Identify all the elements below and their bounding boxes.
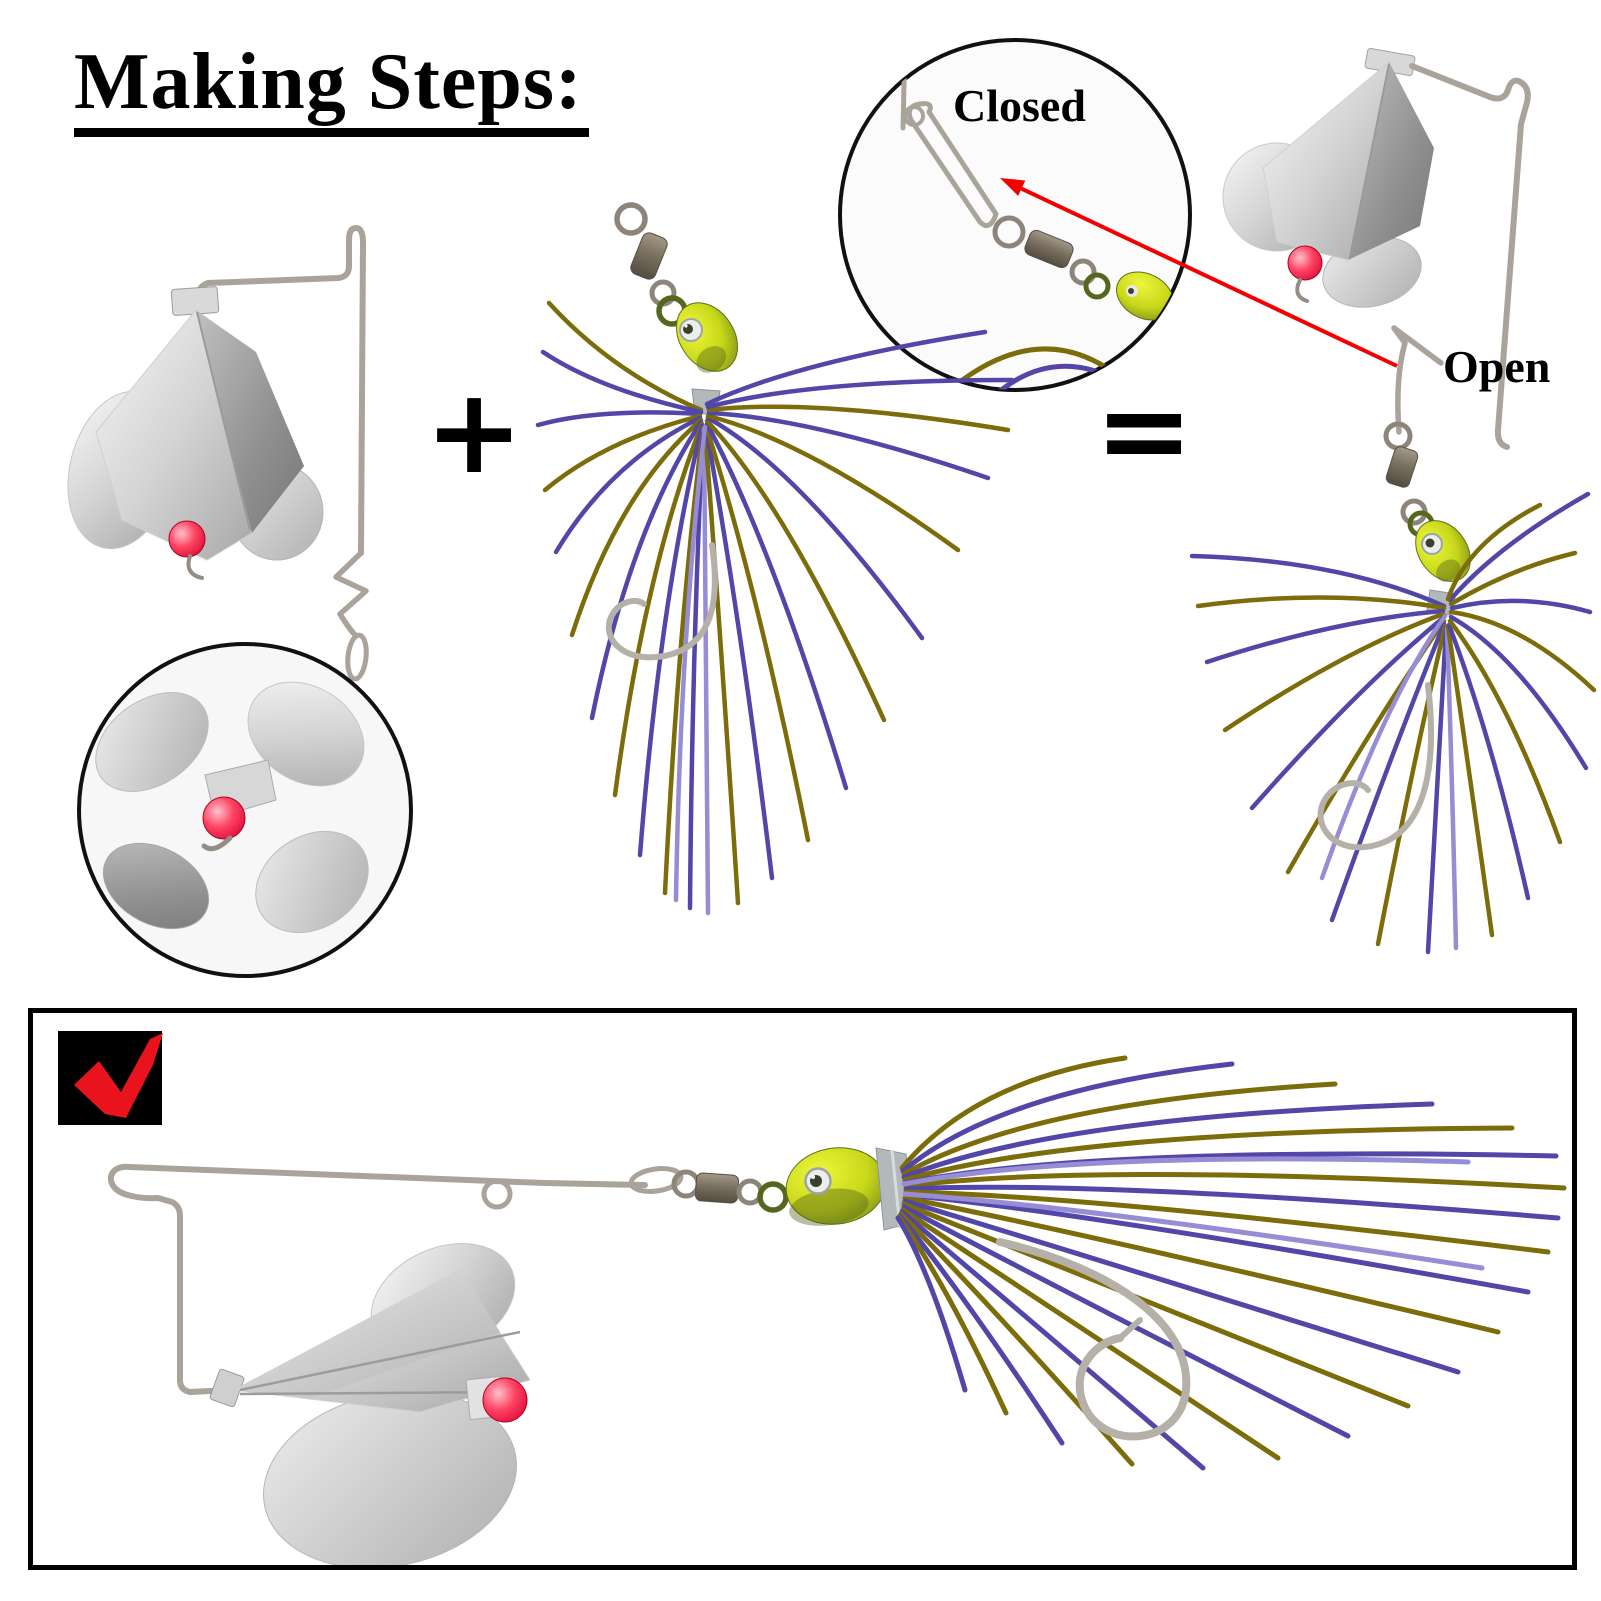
propeller-blade (95, 692, 209, 792)
snap-clip-closed (628, 1166, 684, 1194)
snap-clip (333, 550, 369, 639)
plus-operator: + (425, 362, 524, 500)
red-bead (202, 796, 246, 840)
silicone-skirt (1189, 491, 1597, 955)
red-bead (168, 520, 206, 558)
swivel-ring (1069, 258, 1097, 286)
open-label: Open (1443, 341, 1550, 392)
swivel-ring (614, 202, 648, 236)
wire-arm (1409, 63, 1531, 450)
jig-eyelet (757, 1181, 789, 1213)
panel-border (28, 1008, 1577, 1570)
hook-barb (1117, 1317, 1143, 1341)
line-tie-loop (481, 1178, 513, 1210)
hook (605, 542, 718, 661)
bead-wire-tail (201, 835, 233, 852)
inset-circle (77, 642, 413, 978)
jig-eyelet (1083, 272, 1111, 300)
bead-wire-tail (186, 554, 204, 580)
snap-clip-loop (345, 632, 369, 682)
arrowhead-icon (1000, 178, 1026, 196)
silicone-skirt (895, 1055, 1567, 1471)
swivel-barrel (1385, 446, 1419, 488)
result-panel (28, 1008, 1577, 1570)
wire-arm (107, 1163, 648, 1395)
blade-cone-facet (234, 1270, 500, 1398)
wire-arm (193, 225, 366, 556)
swivel-barrel (694, 1172, 740, 1204)
propeller-blade (102, 842, 210, 930)
skirted-jig-component (535, 202, 1015, 916)
blade-ridge (1349, 63, 1390, 257)
page-title: Making Steps: (74, 40, 589, 137)
blade-cone-facet (196, 310, 304, 533)
red-bead (482, 1377, 528, 1423)
swivel-barrel (630, 232, 668, 280)
blade-cone-facet (1348, 62, 1434, 260)
swivel-ring (992, 215, 1026, 249)
propeller-blade (247, 681, 365, 787)
silicone-skirt (535, 300, 1015, 916)
checkmark-icon (74, 1033, 163, 1118)
assembled-lure-open: Open (1189, 47, 1597, 955)
red-arrow (1000, 178, 1398, 368)
assembled-lure-complete (107, 1055, 1567, 1565)
closed-label: Closed (953, 80, 1086, 131)
snap-clip-closed (906, 101, 999, 229)
inset-circle (838, 38, 1192, 392)
hook (996, 1238, 1191, 1441)
buzz-blade-component (67, 225, 369, 682)
propeller-blade (255, 830, 369, 934)
red-bead (1287, 245, 1323, 281)
blade-ridge (196, 311, 251, 531)
hook (1317, 682, 1435, 851)
blade-clamp (209, 1368, 245, 1408)
bead-wire-tail (1295, 278, 1309, 303)
blade-ridge (239, 1330, 521, 1396)
closed-snap-inset: Closed (838, 38, 1192, 392)
propeller-detail-inset (77, 642, 413, 978)
snap-clip-open (1391, 325, 1444, 435)
equals-operator: = (1095, 361, 1194, 499)
swivel-barrel (1024, 229, 1074, 269)
